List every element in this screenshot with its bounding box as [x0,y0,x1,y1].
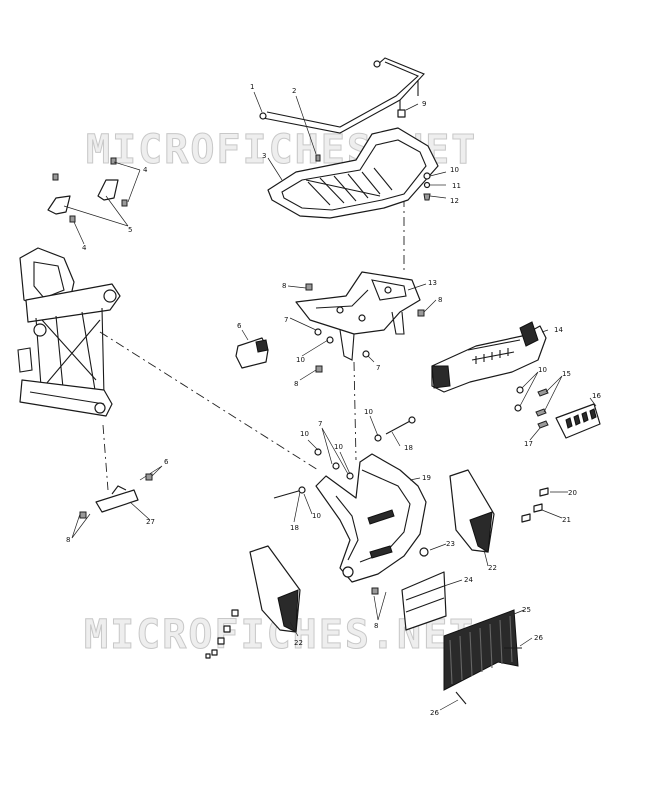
callout-23: 23 [446,540,455,548]
callout-26-bottom: 26 [430,709,439,717]
bolt-part-8-a [305,283,313,291]
frame-section [17,247,121,417]
bolt-part-15-b [535,408,547,417]
callout-10-lower-left: 10 [300,430,309,438]
bolt-part-4-d [69,215,76,223]
alignment-line-mount [353,361,357,461]
callout-8-left: 8 [294,380,298,388]
clip-part-21-b [521,513,531,523]
callout-5: 5 [128,226,132,234]
bumper-part-14 [431,321,547,393]
callout-15: 15 [562,370,571,378]
rear-rack [267,127,439,219]
clip-part-20 [539,487,549,497]
callout-2: 2 [292,87,296,95]
callout-6-top: 6 [237,322,242,330]
callout-21: 21 [562,516,571,524]
callout-25: 25 [522,606,531,614]
callout-8-bottom-center: 8 [374,622,378,630]
alignment-line-frame [99,331,319,471]
callout-11: 11 [452,182,461,190]
callout-6-bottom: 6 [164,458,169,466]
bolt-part-17 [537,420,549,429]
callout-10-top: 10 [450,166,459,174]
callout-8-bottom-left: 8 [66,536,70,544]
nut-part-10-center-c [346,472,354,480]
bolt-part-8-e [371,587,379,595]
bushing-part-9 [397,109,406,118]
side-panel-part-22-left [249,545,301,633]
callout-12: 12 [450,197,459,205]
leader-lines [63,91,597,711]
callout-20: 20 [568,489,577,497]
bolt-part-8-b [417,309,425,317]
callout-10-mid: 10 [364,408,373,416]
callout-labels: 1 2 3 9 10 11 12 4 5 4 8 13 8 7 6 10 7 8… [66,83,601,717]
mud-flap-part-25 [443,609,519,691]
callout-8-right: 8 [438,296,442,304]
nut-part-7-c [362,350,370,358]
bolt-part-6-b [145,473,153,481]
washer-part-10-right-a [516,386,524,394]
mount-bracket-part-13 [295,271,421,361]
callout-16: 16 [592,392,601,400]
callout-1: 1 [250,83,254,91]
hardware-group-bottom-left [205,609,239,659]
grab-bar [259,57,425,134]
callout-17: 17 [524,440,533,448]
washer-part-10-top [423,172,431,180]
bolt-part-8-d [79,511,87,519]
callout-18-lower: 18 [290,524,299,532]
bracket-part-5 [47,179,119,215]
callout-10-bottom: 10 [312,512,321,520]
callout-14: 14 [554,326,563,334]
washer-part-11 [423,181,431,189]
callout-22-right: 22 [488,564,497,572]
nut-part-7-b [326,336,334,344]
callout-24: 24 [464,576,473,584]
washer-part-10-right-b [514,404,522,412]
callout-9: 9 [422,100,426,108]
callout-22-left: 22 [294,639,303,647]
bolt-part-4-b [110,157,117,165]
callout-7-center: 7 [376,364,380,372]
bolt-part-18-upper [385,416,416,435]
callout-26-right: 26 [534,634,543,642]
bolt-part-2 [315,154,321,162]
bolt-part-4-c [121,199,128,207]
bolt-part-4-a [52,173,59,181]
nut-part-10-upper [374,434,382,442]
callout-4-bottom: 4 [82,244,87,252]
callout-10-right: 10 [538,366,547,374]
callout-18-upper: 18 [404,444,413,452]
side-panel-part-22-right [449,469,495,553]
callout-4-top: 4 [143,166,148,174]
lower-bracket-part-27 [95,485,139,513]
bolt-part-15-a [537,388,549,397]
callout-27: 27 [146,518,155,526]
callout-3: 3 [262,152,266,160]
callout-13: 13 [428,279,437,287]
tail-light-part-6 [235,337,269,369]
hitch-plate-part-16 [555,403,601,439]
bolt-part-18-lower [273,486,306,499]
plate-part-24 [401,571,447,631]
callout-10-lower-center: 10 [334,443,343,451]
callout-8-top: 8 [282,282,286,290]
nut-part-7-a [314,328,322,336]
callout-7-lower: 7 [318,420,322,428]
callout-7-left: 7 [284,316,288,324]
bolt-part-26-bottom [455,691,467,705]
alignment-line-bracket [102,424,109,491]
nut-part-10-center-a [314,448,322,456]
clip-part-21-a [533,503,543,513]
bolt-part-8-c [315,365,323,373]
nut-part-10-center-b [332,462,340,470]
bolt-part-12 [423,193,431,201]
callout-10-left: 10 [296,356,305,364]
nut-part-23 [419,547,429,557]
support-bracket-part-19 [315,453,427,583]
callout-19: 19 [422,474,431,482]
